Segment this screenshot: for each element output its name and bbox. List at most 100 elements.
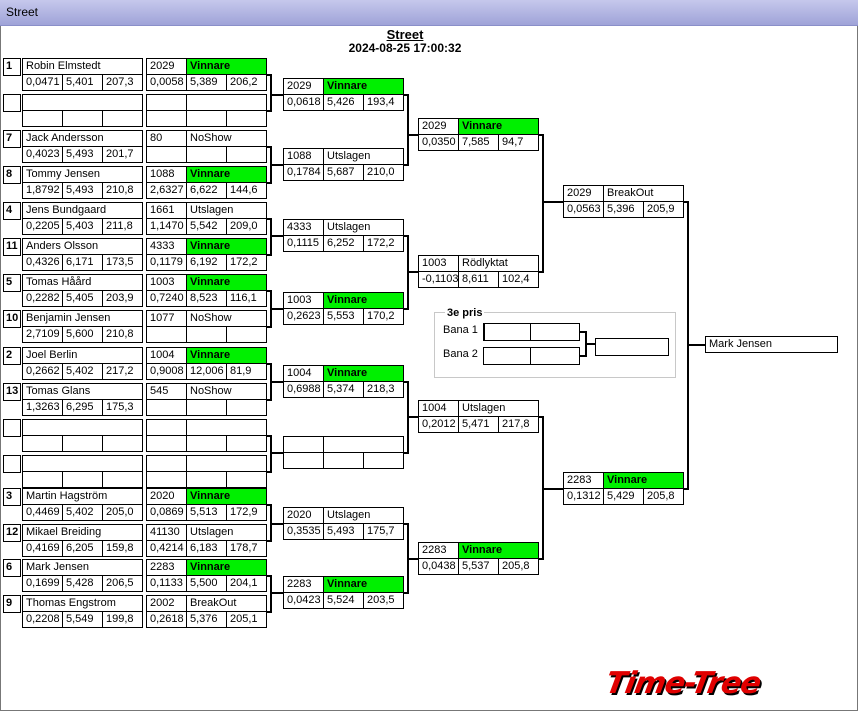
status-cell: Vinnare	[458, 542, 539, 559]
elapsed-time: 5,542	[186, 218, 227, 235]
status-cell: Vinnare	[186, 559, 267, 576]
elapsed-time: 5,389	[186, 74, 227, 91]
status-cell: Utslagen	[323, 148, 404, 165]
bracket-number	[146, 94, 187, 111]
bracket-number: 4333	[146, 238, 187, 255]
reaction-time: 0,4326	[22, 254, 63, 271]
reaction-time	[22, 110, 63, 127]
connector-line	[267, 540, 271, 542]
speed: 144,6	[226, 182, 267, 199]
lane1-input[interactable]	[483, 323, 531, 341]
time-tree-logo: Time-Tree	[602, 666, 764, 701]
status-cell	[186, 419, 267, 436]
bracket-number: 2283	[418, 542, 459, 559]
connector-line	[539, 271, 543, 273]
lane2-input[interactable]	[483, 347, 531, 365]
elapsed-time: 6,252	[323, 235, 364, 252]
reaction-time: 0,9008	[146, 363, 187, 380]
lane1-result	[530, 323, 580, 341]
bracket-number: 2020	[146, 488, 187, 505]
connector-line	[270, 452, 283, 454]
racer-name[interactable]: Robin Elmstedt	[22, 58, 143, 75]
connector-line	[539, 134, 543, 136]
connector-line	[539, 558, 543, 560]
racer-name[interactable]	[22, 455, 143, 472]
racer-name[interactable]: Joel Berlin	[22, 347, 143, 364]
connector-line	[267, 435, 271, 437]
elapsed-time: 5,687	[323, 164, 364, 181]
racer-name[interactable]: Tommy Jensen	[22, 166, 143, 183]
status-cell: NoShow	[186, 130, 267, 147]
speed: 175,7	[363, 523, 404, 540]
racer-name[interactable]: Tomas Håård	[22, 274, 143, 291]
racer-name[interactable]: Thomas Engstrom	[22, 595, 143, 612]
speed: 201,7	[102, 146, 143, 163]
elapsed-time: 5,549	[62, 611, 103, 628]
racer-name[interactable]: Benjamin Jensen	[22, 310, 143, 327]
racer-name[interactable]: Martin Hagström	[22, 488, 143, 505]
connector-line	[404, 164, 408, 166]
bracket-number: 80	[146, 130, 187, 147]
connector-line	[407, 271, 418, 273]
connector-line	[267, 471, 271, 473]
connector-line	[539, 416, 543, 418]
seed-badge: 11	[3, 238, 21, 256]
elapsed-time: 5,524	[323, 592, 364, 609]
seed-badge: 7	[3, 130, 21, 148]
bracket-number: 545	[146, 383, 187, 400]
speed: 172,9	[226, 504, 267, 521]
racer-name[interactable]: Anders Olsson	[22, 238, 143, 255]
status-cell: Vinnare	[186, 166, 267, 183]
bracket-number: 1088	[146, 166, 187, 183]
elapsed-time: 5,493	[323, 523, 364, 540]
elapsed-time: 5,403	[62, 218, 103, 235]
bracket-number: 2029	[146, 58, 187, 75]
connector-line	[267, 504, 271, 506]
bracket-number	[283, 436, 324, 453]
seed-badge: 12	[3, 524, 21, 542]
third-place-panel: 3e pris Bana 1 Bana 2	[434, 307, 676, 378]
racer-name[interactable]: Jack Andersson	[22, 130, 143, 147]
speed: 205,1	[226, 611, 267, 628]
elapsed-time: 5,402	[62, 504, 103, 521]
racer-name[interactable]: Mark Jensen	[22, 559, 143, 576]
elapsed-time: 5,553	[323, 308, 364, 325]
reaction-time	[146, 326, 187, 343]
speed: 209,0	[226, 218, 267, 235]
speed	[363, 452, 404, 469]
reaction-time: 0,1115	[283, 235, 324, 252]
connector-line	[270, 94, 283, 96]
elapsed-time: 6,171	[62, 254, 103, 271]
racer-name[interactable]: Jens Bundgaard	[22, 202, 143, 219]
status-cell: Vinnare	[186, 347, 267, 364]
status-cell: Vinnare	[323, 292, 404, 309]
speed	[102, 471, 143, 488]
reaction-time: 1,3263	[22, 399, 63, 416]
racer-name[interactable]	[22, 419, 143, 436]
status-cell	[186, 94, 267, 111]
connector-line	[267, 611, 271, 613]
reaction-time	[22, 435, 63, 452]
reaction-time: 1,1470	[146, 218, 187, 235]
reaction-time	[146, 399, 187, 416]
elapsed-time: 6,183	[186, 540, 227, 557]
speed: 172,2	[363, 235, 404, 252]
elapsed-time: 5,396	[603, 201, 644, 218]
racer-name[interactable]	[22, 94, 143, 111]
racer-name[interactable]: Mikael Breiding	[22, 524, 143, 541]
status-cell	[186, 455, 267, 472]
reaction-time: 0,4214	[146, 540, 187, 557]
reaction-time: 0,1312	[563, 488, 604, 505]
speed	[102, 435, 143, 452]
connector-line	[267, 74, 271, 76]
connector-line	[267, 182, 271, 184]
racer-name[interactable]: Tomas Glans	[22, 383, 143, 400]
speed: 205,8	[643, 488, 684, 505]
elapsed-time	[62, 471, 103, 488]
reaction-time	[146, 435, 187, 452]
elapsed-time: 5,600	[62, 326, 103, 343]
bracket-number: 2020	[283, 507, 324, 524]
bracket-number: 1004	[146, 347, 187, 364]
seed-badge: 2	[3, 347, 21, 365]
seed-badge: 10	[3, 310, 21, 328]
